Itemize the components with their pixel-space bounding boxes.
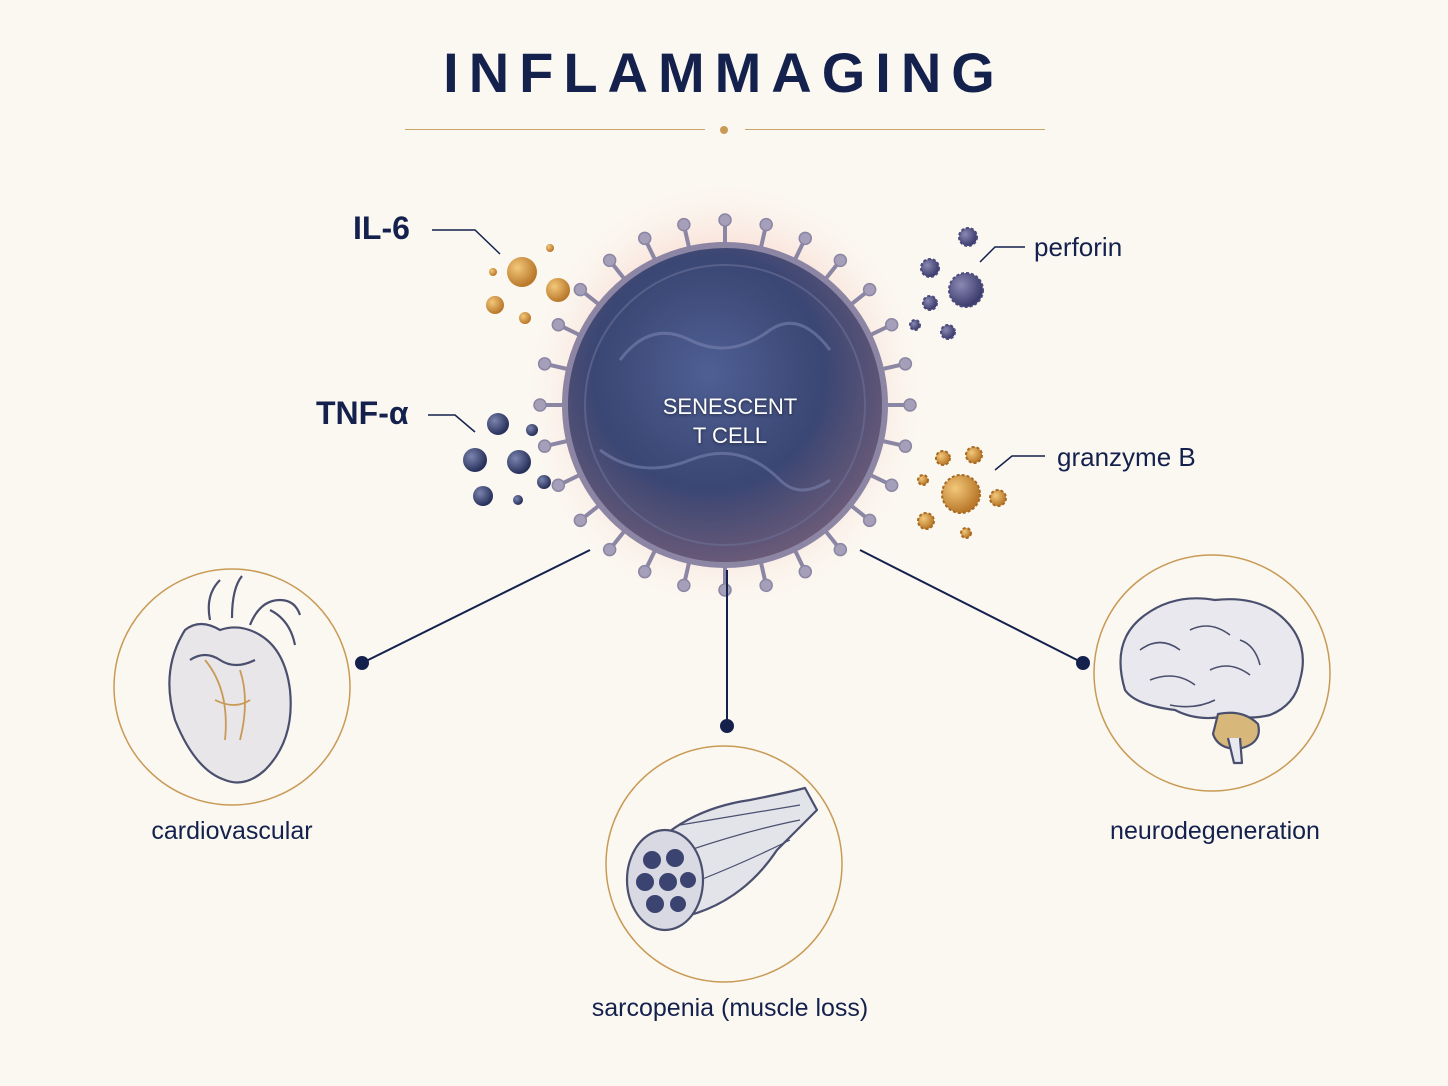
tnf-particles [463,413,551,506]
receptor-tip [551,317,566,332]
receptor-tip [551,478,566,493]
perforin-particles [909,227,984,340]
outcome-connectors [355,549,1090,733]
senescent-cell-body [562,242,888,568]
perforin-leader [979,246,1025,263]
receptor-tip [898,439,913,453]
brain-icon [1119,597,1304,765]
perforin-label: perforin [1034,232,1123,262]
connector-neuro [859,549,1084,664]
receptor-tip [903,398,917,412]
receptor-tip [602,542,617,557]
connector-cardio [361,549,591,664]
receptor-tip [573,282,588,297]
tnf-leader [428,414,476,433]
receptor-tip [718,583,732,597]
neuro-caption: neurodegeneration [1110,817,1320,845]
muscle-icon [625,786,819,932]
receptor-tip [898,357,913,371]
receptor-tip [759,217,773,232]
il6-label: IL-6 [353,210,410,246]
receptor-tip [759,578,773,593]
receptor-tip [637,564,652,579]
receptor-tip [798,231,813,246]
tnf-label: TNF-α [316,395,409,431]
cardio-caption: cardiovascular [151,817,313,845]
receptor-tip [677,578,691,593]
receptor-tip [884,478,899,493]
receptor-tip [798,564,813,579]
cell-label-line1: SENESCENT [662,394,798,419]
heart-icon [168,575,302,784]
receptor-tip [537,357,552,371]
receptor-tip [602,253,617,268]
receptor-tip [884,317,899,332]
receptor-tip [862,513,877,528]
connector-node-sarcopenia [720,719,734,733]
granzyme-label: granzyme B [1057,442,1196,472]
cell-label-line2: T CELL [692,423,768,448]
connector-node-neuro [1076,656,1090,670]
sarcopenia-caption: sarcopenia (muscle loss) [591,994,869,1022]
receptor-tip [862,282,877,297]
granzyme-leader [994,455,1045,471]
title-divider [405,126,1045,134]
receptor-tip [537,439,552,453]
receptor-tip [637,231,652,246]
receptor-tip [718,213,732,227]
page-title: INFLAMMAGING [443,41,1005,104]
receptor-tip [833,253,848,268]
receptor-tip [677,217,691,232]
granzyme-particles [917,446,1007,539]
receptor-tip [833,542,848,557]
receptor-tip [573,513,588,528]
receptor-tip [533,398,547,412]
connector-node-cardio [355,656,369,670]
il6-particles [486,244,570,324]
il6-leader [432,229,501,255]
cell-label: SENESCENT T CELL [630,392,830,450]
